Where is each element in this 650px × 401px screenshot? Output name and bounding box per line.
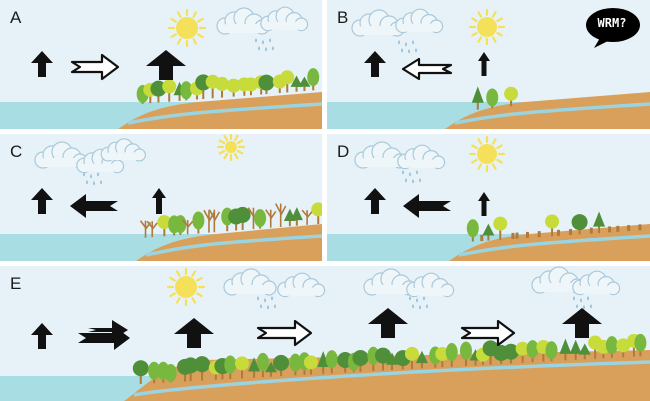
rain-icon: [572, 296, 593, 310]
sun-icon: [167, 8, 207, 48]
badge-text: WRM?: [597, 16, 627, 30]
panel-b: B WRM?: [327, 0, 650, 129]
rain-icon: [82, 172, 103, 186]
rain-icon: [254, 38, 275, 52]
sun-icon: [216, 134, 246, 162]
cloud-icon: [395, 8, 444, 34]
panel-e-label: E: [10, 274, 22, 293]
panel-b-label: B: [337, 8, 349, 27]
right-arrow-solid: [88, 320, 128, 340]
forest: [471, 86, 519, 110]
river: [133, 360, 650, 397]
up-arrow-large: [562, 308, 602, 338]
panel-e: E: [0, 266, 650, 401]
cloud-icon: [406, 272, 455, 298]
panel-a: A: [0, 0, 322, 129]
cloud-icon: [223, 268, 277, 296]
river: [145, 234, 322, 257]
left-arrow-solid: [403, 194, 451, 218]
up-arrow-small: [478, 52, 490, 76]
sun-icon: [468, 135, 506, 173]
forest: [139, 202, 322, 238]
panel-b-scene: [327, 8, 650, 129]
sun-icon: [166, 267, 206, 307]
cloud-icon: [363, 268, 417, 296]
panel-c: C: [0, 134, 322, 261]
sun-icon: [468, 8, 506, 46]
left-arrow-outlined: [401, 57, 453, 81]
up-arrow: [31, 188, 53, 214]
wrm-badge: WRM?: [584, 6, 644, 50]
cloud-icon: [100, 138, 146, 162]
river: [127, 102, 322, 125]
cloud-icon: [572, 270, 621, 296]
rain-icon: [397, 40, 418, 54]
up-arrow: [364, 188, 386, 214]
rain-icon: [256, 296, 277, 310]
panel-c-scene: [0, 134, 322, 261]
cloud-icon: [397, 144, 446, 170]
left-arrow-solid: [70, 194, 118, 218]
up-arrow: [31, 51, 53, 77]
panel-e-scene: [0, 266, 650, 401]
speech-bubble-icon: [586, 8, 640, 48]
cloud-icon: [354, 141, 408, 169]
panel-d-scene: [327, 135, 650, 261]
rain-icon: [408, 296, 429, 310]
river: [454, 102, 650, 125]
forest: [132, 333, 647, 384]
panel-d-label: D: [337, 142, 350, 161]
forest: [466, 211, 642, 242]
up-arrow-large: [174, 318, 214, 348]
up-arrow-large: [368, 308, 408, 338]
up-arrow-small: [478, 192, 490, 216]
panel-a-scene: [0, 6, 322, 129]
right-arrow-outlined: [70, 53, 120, 81]
up-arrow: [364, 51, 386, 77]
right-arrow-outlined: [460, 319, 516, 347]
rain-icon: [401, 170, 422, 184]
right-arrow-outlined: [256, 319, 313, 347]
cloud-icon: [277, 272, 326, 298]
up-arrow: [31, 323, 53, 349]
up-arrow-small: [152, 188, 166, 214]
cloud-icon: [260, 6, 309, 32]
up-arrow-large: [146, 50, 186, 80]
panel-a-label: A: [10, 8, 22, 27]
forest: [136, 68, 320, 104]
panel-c-label: C: [10, 142, 23, 161]
panel-d: D: [327, 134, 650, 261]
river: [458, 234, 650, 257]
